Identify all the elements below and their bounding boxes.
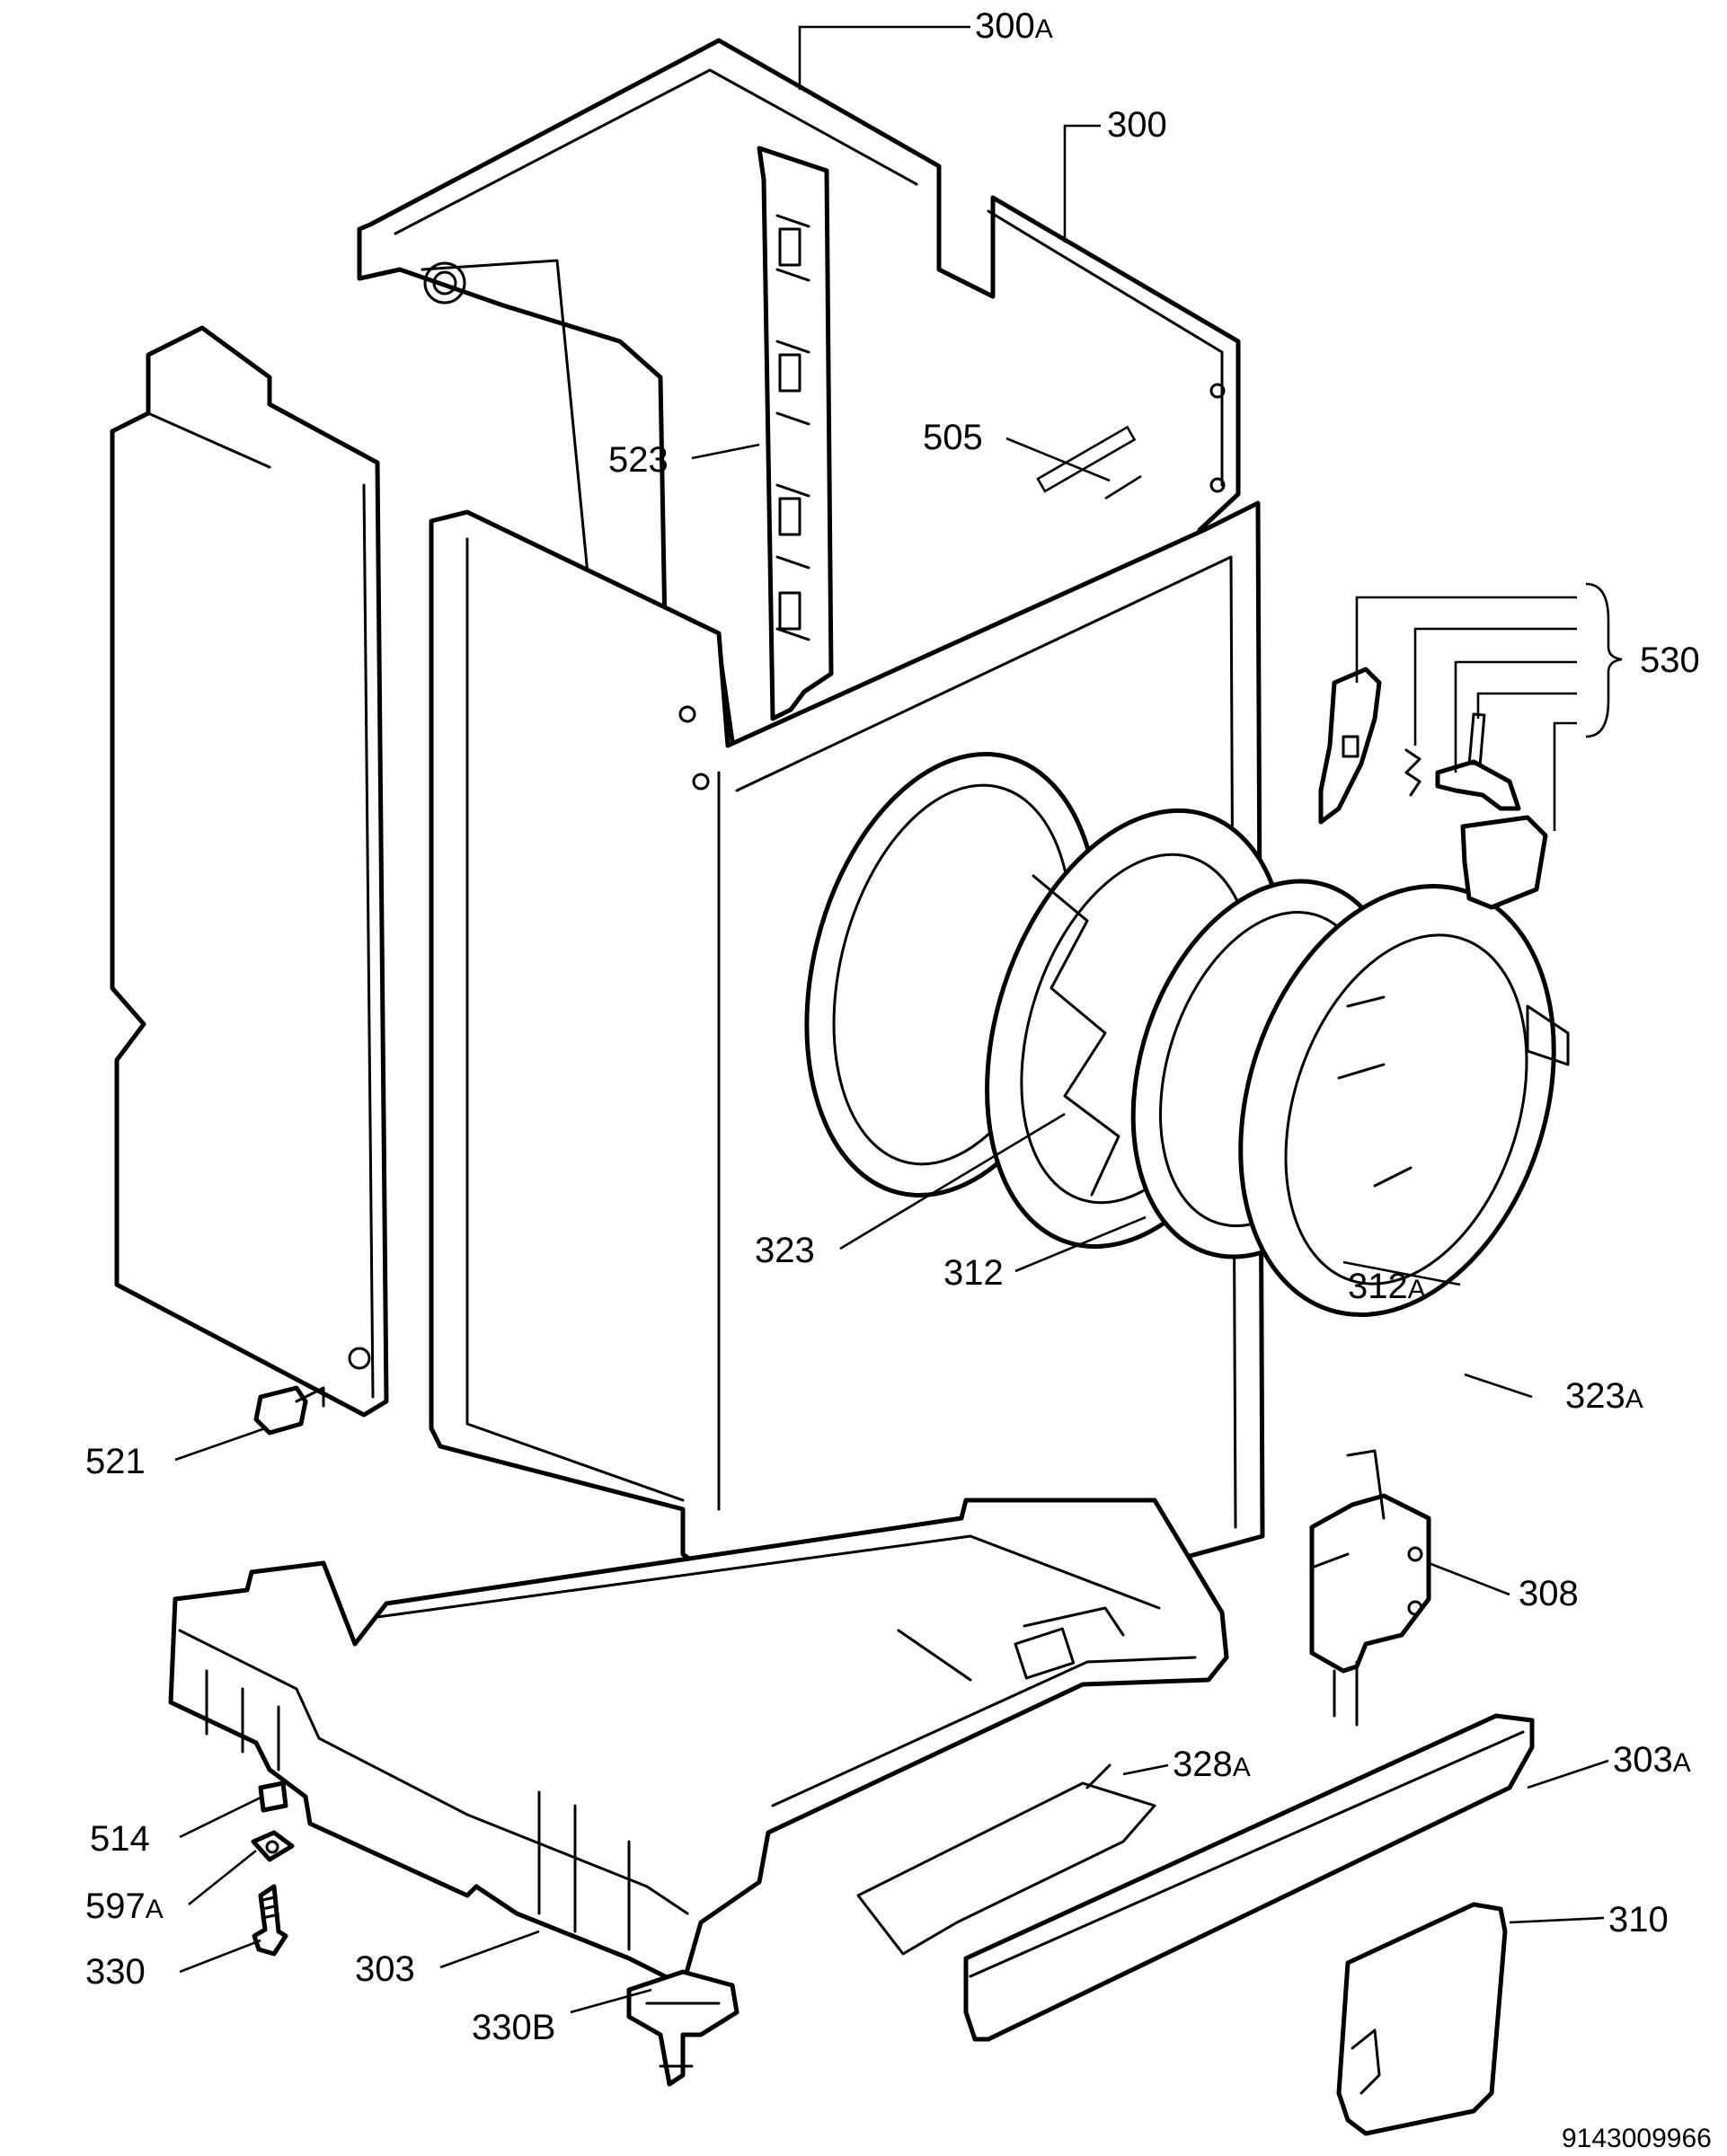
label-300A: 300A [975, 6, 1053, 46]
callout-labels: 300A 300 523 505 530 323 312 312A 323A 5… [85, 6, 1700, 2047]
part-523-hanger-strip [757, 146, 834, 721]
part-310-flap [1336, 1902, 1508, 2136]
label-323A: 323A [1565, 1376, 1643, 1416]
part-514-screw [258, 1780, 288, 1813]
label-330B: 330B [472, 2008, 555, 2047]
part-308-door-hinge [1309, 1449, 1431, 1727]
part-323A-door-frame [1238, 883, 1570, 1318]
label-310: 310 [1608, 1900, 1669, 1940]
leader-lines [174, 25, 1623, 2014]
label-505: 505 [923, 418, 983, 457]
part-330B-foot [626, 1969, 740, 2087]
label-303A: 303A [1613, 1740, 1691, 1780]
part-597A-square-nut [251, 1830, 295, 1862]
label-523: 523 [608, 440, 669, 480]
label-330: 330 [85, 1952, 146, 1992]
part-303A-control-strip [963, 1713, 1535, 2042]
label-308: 308 [1519, 1574, 1579, 1613]
label-300: 300 [1107, 105, 1167, 145]
part-521-screw [253, 1385, 325, 1436]
label-530: 530 [1640, 641, 1700, 680]
document-id: 9143009966 [1562, 2124, 1712, 2153]
label-514: 514 [90, 1819, 150, 1859]
label-323: 323 [755, 1231, 815, 1270]
part-328A-base-tray [856, 1763, 1156, 1956]
part-330-bolt [252, 1884, 288, 1957]
side-panel [110, 325, 389, 1418]
label-328A: 328A [1173, 1745, 1251, 1784]
label-597A: 597A [85, 1886, 164, 1926]
part-303-base-frame [168, 1498, 1229, 1988]
label-521: 521 [85, 1442, 146, 1481]
label-303: 303 [355, 1949, 415, 1989]
part-530-hinge-kit [1318, 667, 1548, 910]
label-312A: 312A [1348, 1267, 1426, 1306]
label-312: 312 [943, 1253, 1004, 1293]
